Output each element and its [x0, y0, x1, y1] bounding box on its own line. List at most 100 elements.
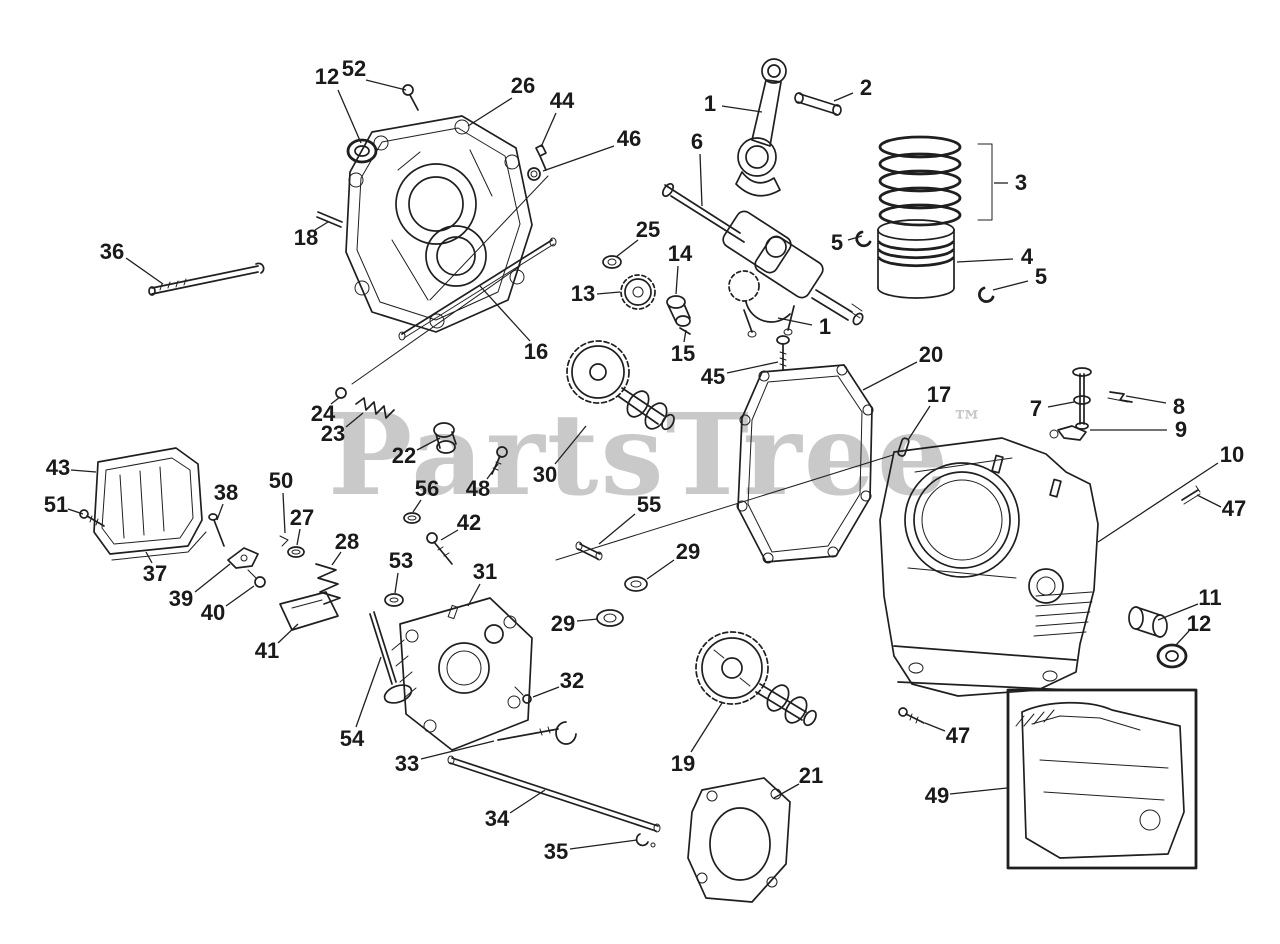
bolt-45 — [776, 335, 790, 371]
leader-line — [569, 839, 638, 850]
part-number-callout: 53 — [388, 548, 414, 573]
part-number-callout: 51 — [43, 492, 69, 517]
camshaft-upper-30 — [566, 340, 675, 431]
leader-line — [699, 153, 703, 207]
governor-cup-14 — [666, 295, 691, 327]
pin-32 — [514, 686, 532, 704]
screw-51 — [79, 509, 105, 527]
bushing-11 — [1128, 606, 1168, 638]
ball-24 — [335, 387, 347, 399]
part-number-callout: 15 — [670, 341, 696, 366]
crankcase-gasket-20 — [736, 364, 874, 564]
part-number-callout: 40 — [200, 600, 226, 625]
leader-line — [1097, 462, 1219, 543]
rod-cap — [743, 301, 795, 338]
part-number-callout: 39 — [168, 586, 194, 611]
pivot-40 — [247, 569, 266, 588]
governor-gear-13 — [620, 274, 656, 310]
part-number-callout: 23 — [320, 421, 346, 446]
part-number-callout: 30 — [532, 462, 558, 487]
part-number-callout: 16 — [523, 339, 549, 364]
part-number-callout: 9 — [1174, 417, 1188, 442]
part-number-callout: 20 — [918, 342, 944, 367]
assembly-axis-lines — [351, 175, 894, 561]
leader-line — [486, 463, 499, 480]
bolt-44 — [535, 144, 547, 171]
leader-line — [337, 89, 362, 144]
leader-line — [777, 317, 813, 326]
rings-bracket — [977, 143, 993, 221]
pin-15 — [679, 327, 691, 335]
leader-line — [467, 97, 513, 127]
part-number-callout: 29 — [550, 611, 576, 636]
leader-line — [949, 787, 1008, 795]
watermark-tm: ™ — [952, 405, 985, 440]
part-number-callout: 35 — [543, 839, 569, 864]
part-number-callout: 1 — [818, 314, 832, 339]
leader-line — [194, 563, 231, 593]
leader-line — [847, 235, 863, 241]
part-number-callout: 45 — [700, 364, 726, 389]
leader-line — [355, 656, 382, 728]
part-number-callout: 41 — [254, 638, 280, 663]
leader-line — [1157, 603, 1199, 621]
leader-line — [296, 528, 301, 546]
part-number-callout: 10 — [1219, 442, 1245, 467]
push-rod-34 — [447, 755, 661, 833]
leader-line — [345, 412, 364, 428]
leader-line — [542, 145, 615, 172]
part-number-callout: 29 — [675, 539, 701, 564]
part-number-callout: 4 — [1020, 244, 1034, 269]
part-number-callout: 22 — [391, 443, 417, 468]
part-number-callout: 50 — [268, 468, 294, 493]
leader-line — [1125, 395, 1167, 404]
bolt-42 — [426, 532, 453, 565]
part-number-callout: 14 — [667, 241, 693, 266]
leader-line — [675, 265, 679, 295]
leader-line — [596, 291, 621, 295]
leader-line — [70, 469, 97, 473]
pin-55 — [575, 541, 603, 561]
leader-line — [1196, 494, 1222, 508]
part-number-callout: 17 — [926, 382, 952, 407]
leader-line — [956, 258, 1014, 263]
clip-35 — [635, 833, 656, 848]
leader-line — [420, 740, 495, 760]
push-rod-16 — [398, 237, 557, 341]
part-number-callout: 2 — [859, 75, 873, 100]
piston-pin — [794, 92, 842, 116]
leader-line — [554, 425, 587, 465]
leader-line — [416, 437, 441, 451]
leader-line — [509, 789, 546, 814]
thrust-washer-29b — [596, 609, 624, 627]
pin-clip-right — [978, 286, 995, 303]
valve-54 — [369, 611, 413, 704]
breather-cover-43 — [93, 447, 203, 555]
part-number-callout: 36 — [99, 239, 125, 264]
stud-38 — [208, 513, 225, 547]
leader-line — [532, 686, 560, 698]
part-number-callout: 8 — [1172, 394, 1186, 419]
governor-clip-8 — [1107, 391, 1133, 403]
pin-clip-left — [855, 230, 872, 248]
oil-seal-large-12 — [1156, 643, 1188, 669]
connecting-rod — [735, 58, 787, 197]
leader-line — [365, 79, 407, 91]
clip-50 — [279, 535, 289, 547]
washer-27 — [287, 546, 305, 558]
spring-retainer-53 — [384, 593, 404, 607]
leader-line — [277, 623, 299, 644]
part-number-callout: 26 — [510, 73, 536, 98]
part-number-callout: 54 — [339, 726, 365, 751]
stud-36 — [148, 262, 265, 296]
leader-line — [216, 503, 224, 521]
part-number-callout: 5 — [1034, 264, 1048, 289]
part-number-callout: 13 — [570, 281, 596, 306]
part-number-callout: 18 — [293, 225, 319, 250]
part-number-callout: 21 — [798, 763, 824, 788]
part-number-callout: 42 — [456, 510, 482, 535]
crankcase-cover — [345, 115, 533, 333]
